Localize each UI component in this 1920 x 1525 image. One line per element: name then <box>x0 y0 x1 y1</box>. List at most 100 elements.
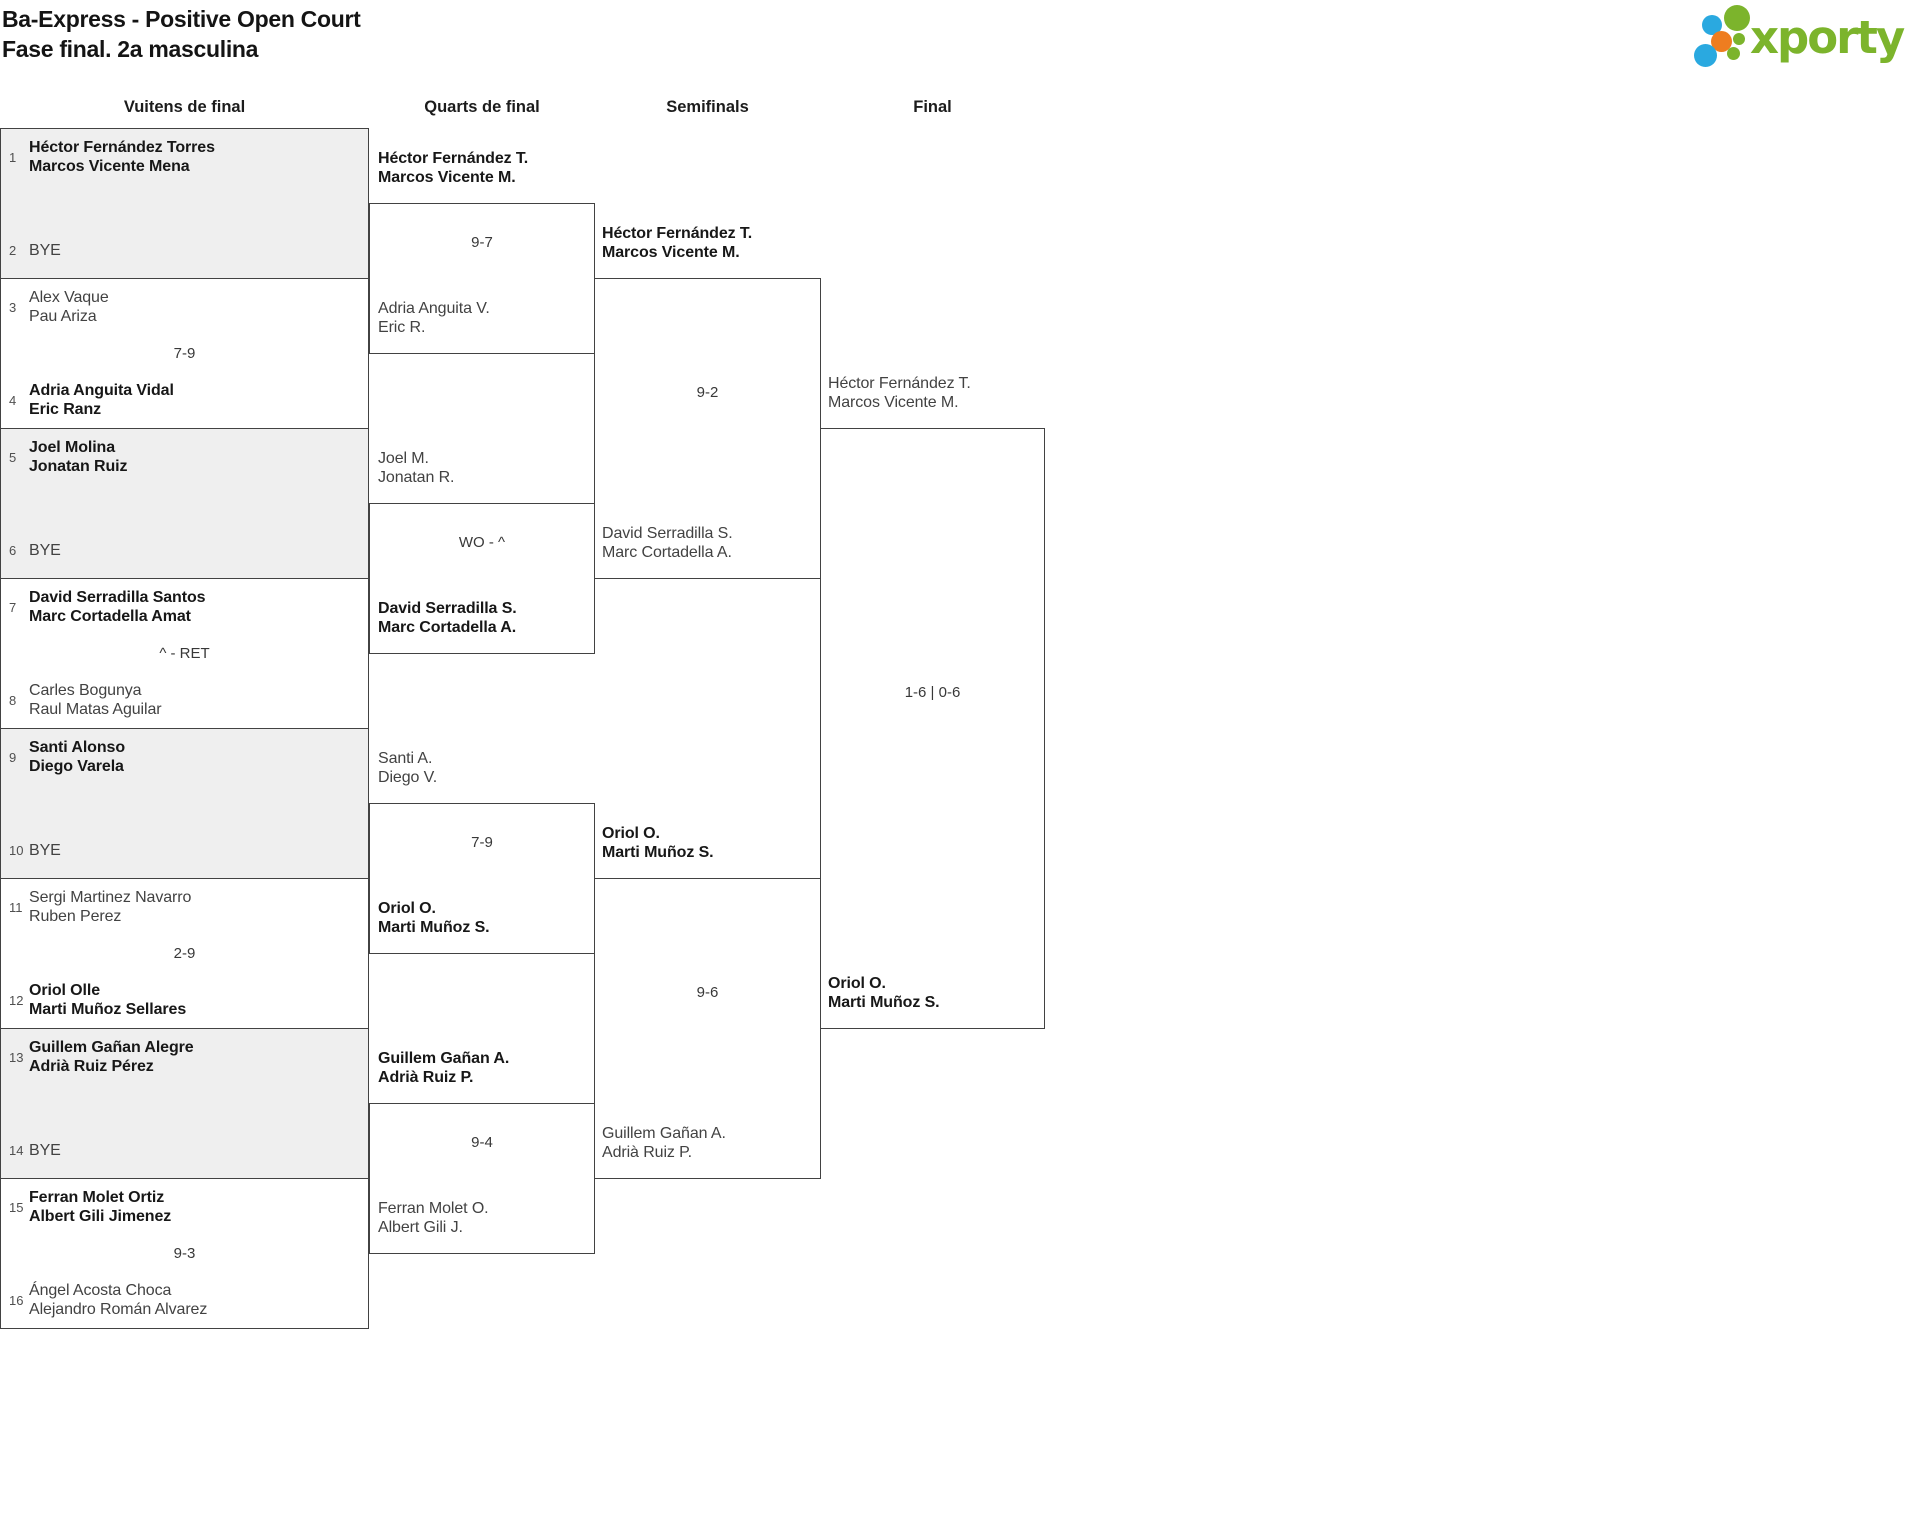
team-name-line: Ferran Molet O. <box>378 1200 489 1217</box>
logo-wordmark: xporty <box>1750 11 1905 64</box>
team-name-line: BYE <box>29 1141 61 1159</box>
seed-number: 10 <box>9 842 24 858</box>
team-name-line: Oriol O. <box>602 825 660 842</box>
seed-number: 16 <box>9 1292 24 1308</box>
team-entry: 11 Sergi Martinez Navarro Ruben Perez <box>9 888 364 926</box>
seed-number: 5 <box>9 449 17 465</box>
seed-number: 4 <box>9 392 17 408</box>
match-score: 9-4 <box>471 1134 493 1151</box>
match-score: 2-9 <box>173 944 196 962</box>
team-entry: 1 Héctor Fernández Torres Marcos Vicente… <box>9 138 364 176</box>
team-name-line: Pau Ariza <box>29 308 97 325</box>
team-entry: 15 Ferran Molet Ortiz Albert Gili Jimene… <box>9 1188 364 1226</box>
team-entry: 14 BYE <box>9 1131 364 1169</box>
team-name-line: Héctor Fernández T. <box>828 375 971 392</box>
team-name-line: Ángel Acosta Choca <box>29 1282 172 1299</box>
team-name-line: Marcos Vicente Mena <box>29 158 190 175</box>
team-entry: 16 Ángel Acosta Choca Alejandro Román Al… <box>9 1281 364 1319</box>
team-entry: 8 Carles Bogunya Raul Matas Aguilar <box>9 681 364 719</box>
team-name-line: Adria Anguita Vidal <box>29 382 174 399</box>
team-entry: 12 Oriol Olle Marti Muñoz Sellares <box>9 981 364 1019</box>
qf-match-1-bottom-team: Adria Anguita V. Eric R. <box>378 299 490 337</box>
team-name-line: BYE <box>29 541 61 559</box>
team-name-line: Marti Muñoz S. <box>378 919 490 936</box>
team-name-line: Jonatan Ruiz <box>29 458 128 475</box>
tournament-name: Ba-Express - Positive Open Court <box>2 6 361 32</box>
team-name-line: Marcos Vicente M. <box>602 244 740 261</box>
logo-dot-orange <box>1711 31 1732 52</box>
seed-number: 8 <box>9 692 17 708</box>
xporty-logo[interactable]: xporty <box>1690 0 1920 75</box>
phase-name: Fase final. 2a masculina <box>2 36 259 62</box>
team-name-line: Albert Gili Jimenez <box>29 1208 172 1225</box>
match-score: 7-9 <box>471 834 493 851</box>
team-name-line: Héctor Fernández T. <box>602 225 753 242</box>
team-name-line: Marcos Vicente M. <box>828 394 959 411</box>
logo-dot-green-large <box>1724 5 1750 31</box>
sf-match-2-bottom-team: Guillem Gañan A. Adrià Ruiz P. <box>602 1124 726 1162</box>
seed-number: 9 <box>9 749 17 765</box>
qf-match-3-top-team: Santi A. Diego V. <box>378 749 437 787</box>
round-header-vuitens: Vuitens de final <box>123 98 246 116</box>
team-entry: 6 BYE <box>9 531 364 569</box>
team-name-line: Marti Muñoz S. <box>602 844 714 861</box>
team-name-line: Guillem Gañan Alegre <box>29 1039 194 1056</box>
team-name-line: Adrià Ruiz P. <box>602 1144 693 1161</box>
match-score: WO - ^ <box>458 534 506 551</box>
logo-dot-green-small-right <box>1733 33 1745 45</box>
team-entry: 2 BYE <box>9 231 364 269</box>
team-name-line: Marti Muñoz S. <box>828 994 940 1011</box>
seed-number: 12 <box>9 992 24 1008</box>
final-bottom-team: Oriol O. Marti Muñoz S. <box>828 974 940 1012</box>
seed-number: 3 <box>9 299 17 315</box>
team-name-line: Marc Cortadella A. <box>378 619 517 636</box>
team-entry: 9 Santi Alonso Diego Varela <box>9 738 364 776</box>
team-entry: 7 David Serradilla Santos Marc Cortadell… <box>9 588 364 626</box>
sf-match-1-top-team: Héctor Fernández T. Marcos Vicente M. <box>602 224 752 262</box>
seed-number: 2 <box>9 242 17 258</box>
qf-match-4-top-team: Guillem Gañan A. Adrià Ruiz P. <box>378 1049 509 1087</box>
team-name-line: Eric R. <box>378 319 426 336</box>
seed-number: 6 <box>9 542 17 558</box>
match-score: 9-6 <box>696 984 719 1001</box>
team-name-line: Ferran Molet Ortiz <box>29 1189 165 1206</box>
match-score: ^ - RET <box>159 644 210 662</box>
seed-number: 11 <box>9 899 23 915</box>
logo-dot-green-small-bottom <box>1727 47 1740 60</box>
team-name-line: Adrià Ruiz P. <box>378 1069 474 1086</box>
seed-number: 7 <box>9 599 17 615</box>
r16-match-6: 11 Sergi Martinez Navarro Ruben Perez 2-… <box>0 878 369 1029</box>
round-header-final: Final <box>913 98 952 116</box>
match-score: 9-3 <box>173 1244 196 1262</box>
team-entry: 3 Alex Vaque Pau Ariza <box>9 288 364 326</box>
team-name-line: BYE <box>29 241 61 259</box>
r16-match-2: 3 Alex Vaque Pau Ariza 7-9 4 Adria Angui… <box>0 278 369 429</box>
team-name-line: Santi A. <box>378 750 433 767</box>
team-name-line: Marc Cortadella A. <box>602 544 732 561</box>
team-name-line: Diego V. <box>378 769 438 786</box>
team-name-line: BYE <box>29 841 61 859</box>
final-top-team: Héctor Fernández T. Marcos Vicente M. <box>828 374 971 412</box>
team-name-line: Eric Ranz <box>29 401 102 418</box>
r16-match-8: 15 Ferran Molet Ortiz Albert Gili Jimene… <box>0 1178 369 1329</box>
team-name-line: Adria Anguita V. <box>378 300 490 317</box>
team-name-line: Marcos Vicente M. <box>378 169 516 186</box>
qf-match-3-bottom-team: Oriol O. Marti Muñoz S. <box>378 899 490 937</box>
team-name-line: Oriol Olle <box>29 982 101 999</box>
team-name-line: Raul Matas Aguilar <box>29 701 162 718</box>
seed-number: 15 <box>9 1199 24 1215</box>
team-name-line: Héctor Fernández Torres <box>29 139 215 156</box>
qf-match-1-top-team: Héctor Fernández T. Marcos Vicente M. <box>378 149 528 187</box>
team-name-line: David Serradilla S. <box>378 600 517 617</box>
team-name-line: Joel M. <box>378 450 429 467</box>
r16-match-3: 5 Joel Molina Jonatan Ruiz 6 BYE <box>0 428 369 579</box>
r16-match-7: 13 Guillem Gañan Alegre Adrià Ruiz Pérez… <box>0 1028 369 1179</box>
team-name-line: Guillem Gañan A. <box>378 1050 510 1067</box>
team-entry: 5 Joel Molina Jonatan Ruiz <box>9 438 364 476</box>
logo-dot-blue-large <box>1694 44 1717 67</box>
qf-match-2-bottom-team: David Serradilla S. Marc Cortadella A. <box>378 599 517 637</box>
team-entry: 4 Adria Anguita Vidal Eric Ranz <box>9 381 364 419</box>
seed-number: 1 <box>9 149 17 165</box>
r16-match-4: 7 David Serradilla Santos Marc Cortadell… <box>0 578 369 729</box>
